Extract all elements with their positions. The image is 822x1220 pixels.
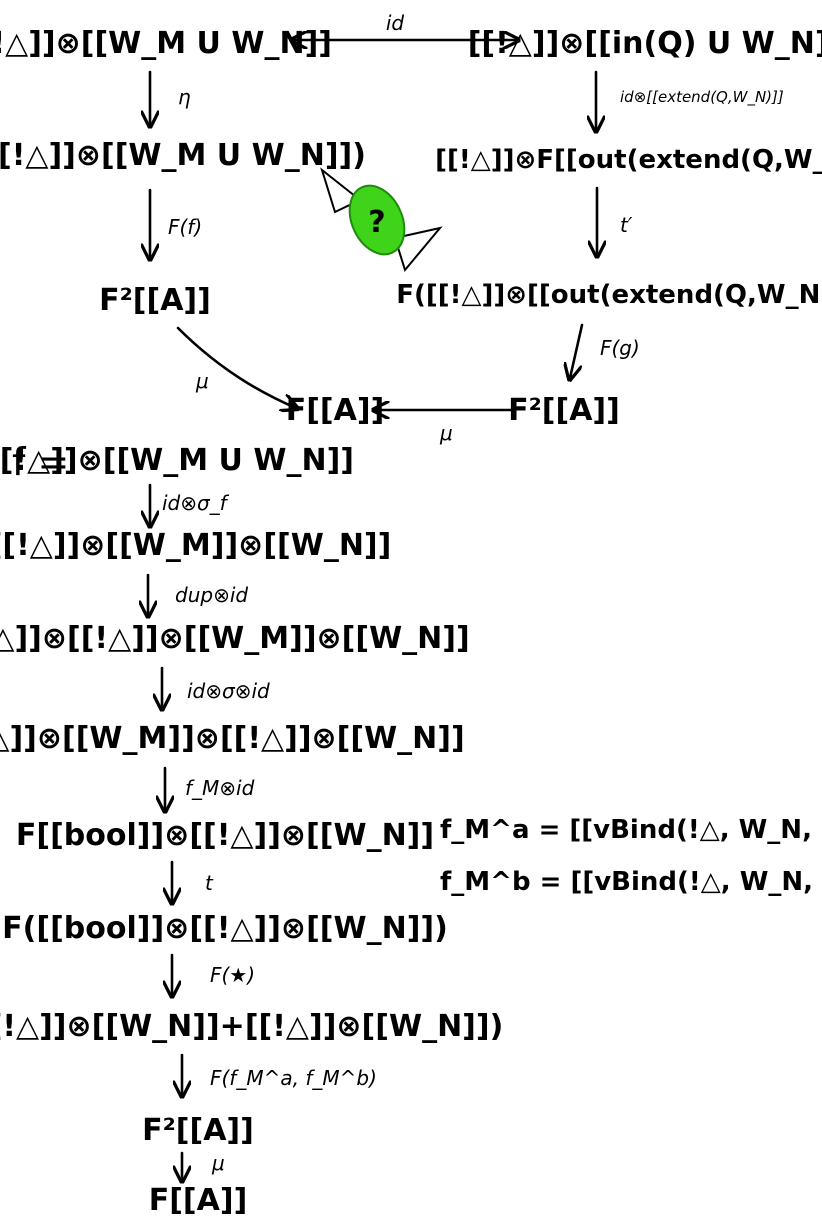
chain-node-8: F[[A]] [149,1183,248,1218]
candy-wrapper-right [393,226,443,273]
arrow-left-2-label: F(f) [168,215,202,239]
chain-node-7: F²[[A]] [142,1113,254,1148]
arrow-diag-label: μ [195,369,209,393]
chain-label-6: F(f_M^a, f_M^b) [210,1066,377,1090]
chain-label-1: dup⊗id [175,583,248,607]
node-top-right: [[!△]]⊗[[in(Q) U W_N]] [468,26,822,61]
definition-fMb: f_M^b = [[vBind(!△, W_N, M_b, A)]] [440,867,822,897]
node-right-4: F²[[A]] [508,393,620,428]
chain-node-1: [[!△]]⊗[[W_M]]⊗[[W_N]] [0,528,391,563]
arrow-right-Fg [570,323,584,378]
node-left-2: F([[!△]]⊗[[W_M U W_N]]) [0,138,366,173]
arrow-diag-mu [176,326,296,408]
arrow-right-1-label: id⊗[[extend(Q,W_N)]] [620,88,784,107]
arrow-right-3-label: F(g) [600,336,640,360]
chain-label-4: t [205,871,214,895]
node-center: F[[A]] [286,393,385,428]
chain-node-3: [[!△]]⊗[[W_M]]⊗[[!△]]⊗[[W_N]] [0,721,465,756]
arrow-center-label: μ [439,421,453,445]
node-left-3: F²[[A]] [99,283,211,318]
node-right-3: F([[!△]]⊗[[out(extend(Q,W_N))]]) [396,280,822,310]
chain-node-6: F([[!△]]⊗[[W_N]]+[[!△]]⊗[[W_N]]) [0,1009,503,1044]
node-top-left: [[!△]]⊗[[W_M U W_N]] [0,26,332,61]
chain-node-4: F[[bool]]⊗[[!△]]⊗[[W_N]] [16,818,434,853]
chain-node-0: [[!△]]⊗[[W_M U W_N]] [0,443,354,478]
chain-label-2: id⊗σ⊗id [187,679,270,703]
arrow-right-2-label: t′ [620,213,633,237]
arrow-left-1-label: η [178,85,191,109]
definition-fMa: f_M^a = [[vBind(!△, W_N, M_a, A)]] [440,815,822,845]
candy-body [348,184,406,256]
chain-f-prefix: f = [12,440,69,484]
chain-label-3: f_M⊗id [185,776,255,800]
commuting-square: [[!△]]⊗[[W_M U W_N]] [[!△]]⊗[[in(Q) U W_… [0,11,822,445]
composition-chain: f = [[!△]]⊗[[W_M U W_N]] id⊗σ_f [[!△]]⊗[… [0,440,503,1218]
chain-node-5: F([[bool]]⊗[[!△]]⊗[[W_N]]) [2,911,448,946]
candy-doodle: ? [320,167,443,273]
definitions: f_M^a = [[vBind(!△, W_N, M_a, A)]] f_M^b… [440,815,822,897]
candy-question-mark: ? [368,205,385,240]
chain-label-0: id⊗σ_f [162,491,230,515]
chain-node-2: [[!△]]⊗[[!△]]⊗[[W_M]]⊗[[W_N]] [0,621,470,656]
arrow-top-label: id [386,11,405,35]
chain-label-5: F(★) [210,963,255,987]
chain-label-7: μ [211,1151,225,1175]
node-right-2: [[!△]]⊗F[[out(extend(Q,W_N))]] [435,145,822,175]
